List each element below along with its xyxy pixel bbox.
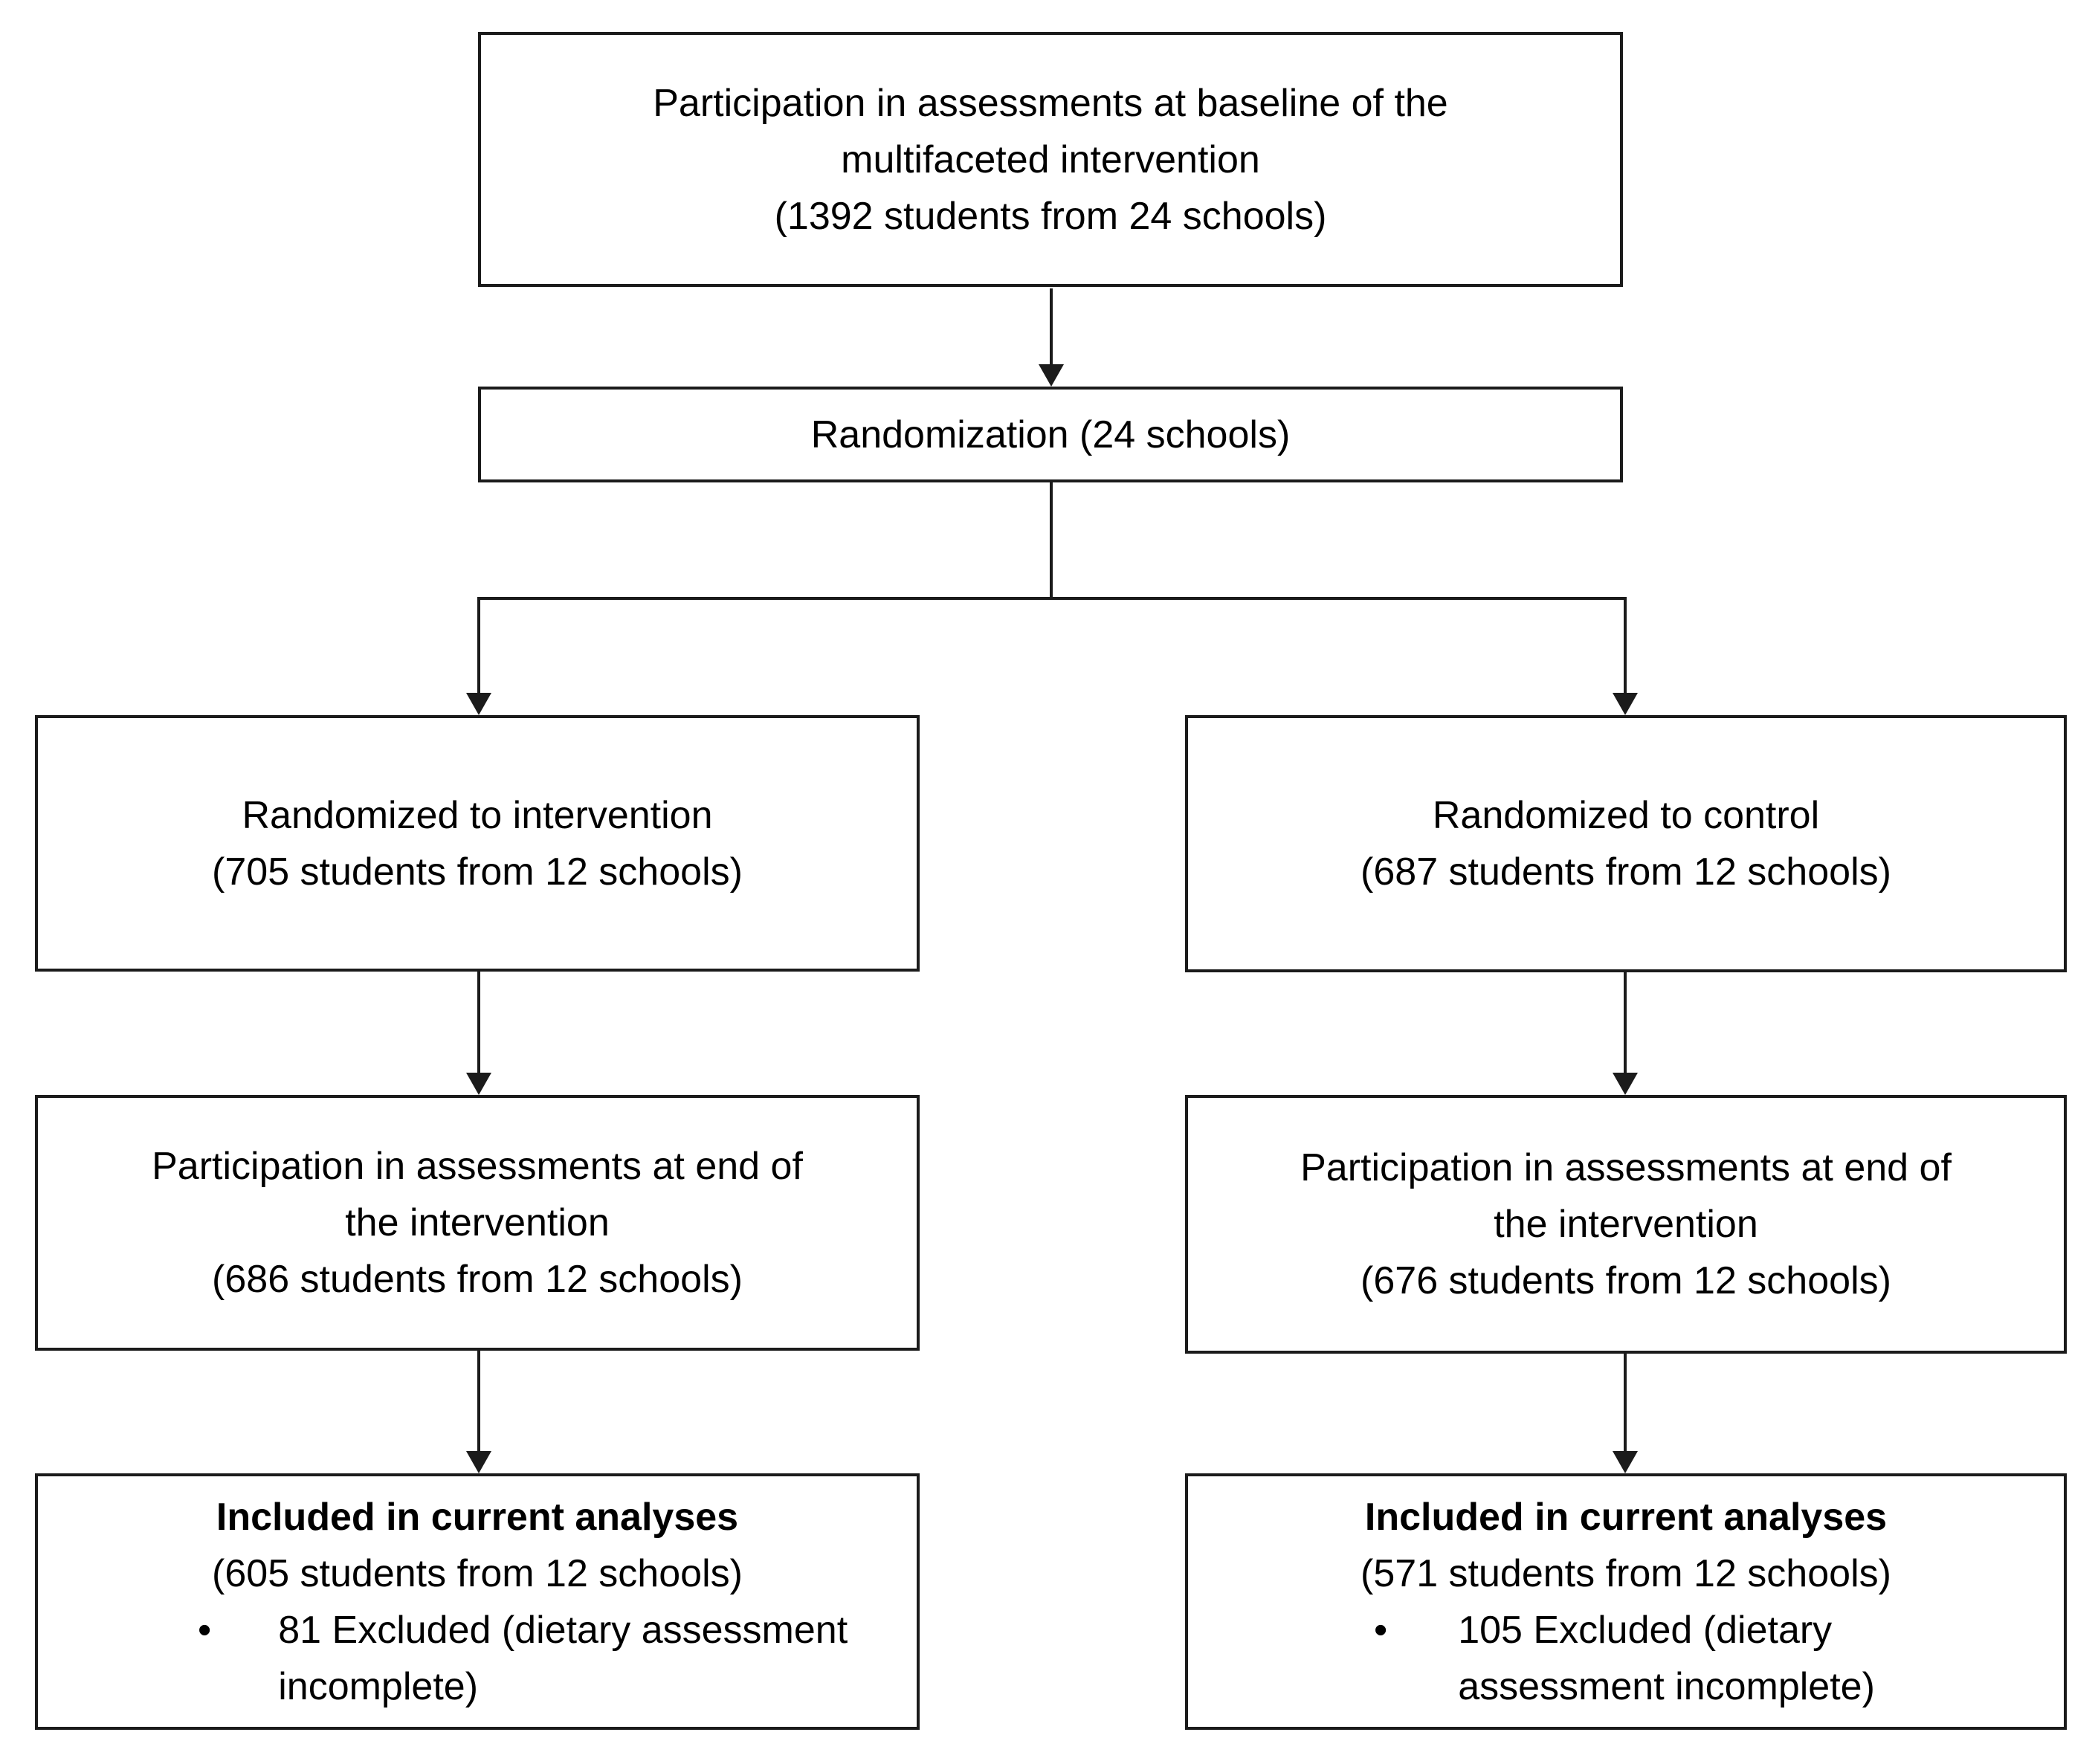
box-title: Included in current analyses	[216, 1495, 739, 1539]
exclusion-bullet-item: • 81 Excluded (dietary assessment incomp…	[38, 1602, 917, 1715]
box-text-line: Randomized to control	[1432, 794, 1820, 837]
box-text-line: (705 students from 12 schools)	[212, 850, 743, 894]
box-text-line: (686 students from 12 schools)	[212, 1258, 743, 1301]
arrowhead-icon	[1613, 1451, 1638, 1473]
arrowhead-icon	[466, 1451, 491, 1473]
arrowhead-icon	[466, 1073, 491, 1095]
flow-box-baseline: Participation in assessments at baseline…	[478, 32, 1623, 287]
box-text-line: the intervention	[1494, 1203, 1758, 1246]
exclusion-text: 81 Excluded (dietary assessment incomple…	[278, 1602, 848, 1715]
connector-end-to-included-control	[1624, 1354, 1627, 1453]
bullet-icon: •	[1374, 1608, 1388, 1652]
connector-end-to-included-intervention	[477, 1351, 480, 1453]
box-text-line: Participation in assessments at end of	[1300, 1146, 1952, 1189]
box-text-line: multifaceted intervention	[841, 138, 1260, 181]
connector-split-horizontal	[477, 597, 1627, 600]
box-text-line: (605 students from 12 schools)	[212, 1551, 743, 1595]
arrowhead-icon	[1039, 364, 1064, 387]
box-text-line: assessment incomplete)	[1458, 1664, 1875, 1708]
connector-intervention-to-end	[477, 972, 480, 1076]
box-text-line: Randomized to intervention	[242, 793, 713, 837]
box-text-line: 81 Excluded (dietary assessment	[278, 1608, 848, 1652]
arrowhead-icon	[1613, 693, 1638, 715]
box-text-line: incomplete)	[278, 1664, 479, 1708]
box-text-line: Participation in assessments at end of	[152, 1145, 803, 1188]
box-text-line: 105 Excluded (dietary	[1458, 1608, 1833, 1652]
box-text-line: the intervention	[345, 1201, 610, 1244]
exclusion-text: 105 Excluded (dietary assessment incompl…	[1458, 1602, 1875, 1715]
box-text-line: (676 students from 12 schools)	[1361, 1259, 1891, 1302]
box-text-line: (1392 students from 24 schools)	[774, 194, 1327, 238]
bullet-icon: •	[198, 1608, 212, 1652]
connector-randomization-stem	[1050, 482, 1053, 600]
arrowhead-icon	[1613, 1073, 1638, 1095]
box-text-line: (687 students from 12 schools)	[1361, 850, 1891, 894]
flow-box-included-intervention: Included in current analyses (605 studen…	[35, 1473, 920, 1730]
flow-box-end-assessment-control: Participation in assessments at end of t…	[1185, 1095, 2067, 1354]
flow-box-included-control: Included in current analyses (571 studen…	[1185, 1473, 2067, 1730]
flow-box-randomization: Randomization (24 schools)	[478, 387, 1623, 482]
flow-box-randomized-control: Randomized to control (687 students from…	[1185, 715, 2067, 972]
box-text-line: Randomization (24 schools)	[810, 413, 1291, 456]
connector-baseline-to-randomization	[1050, 288, 1053, 369]
box-text-line: Participation in assessments at baseline…	[653, 81, 1448, 125]
flow-box-randomized-intervention: Randomized to intervention (705 students…	[35, 715, 920, 972]
box-text-line: (571 students from 12 schools)	[1361, 1551, 1891, 1595]
flow-box-end-assessment-intervention: Participation in assessments at end of t…	[35, 1095, 920, 1351]
connector-branch-control	[1624, 597, 1627, 694]
arrowhead-icon	[466, 693, 491, 715]
connector-control-to-end	[1624, 972, 1627, 1076]
exclusion-bullet-item: • 105 Excluded (dietary assessment incom…	[1188, 1602, 2064, 1715]
connector-branch-intervention	[477, 597, 480, 694]
box-title: Included in current analyses	[1364, 1495, 1888, 1539]
